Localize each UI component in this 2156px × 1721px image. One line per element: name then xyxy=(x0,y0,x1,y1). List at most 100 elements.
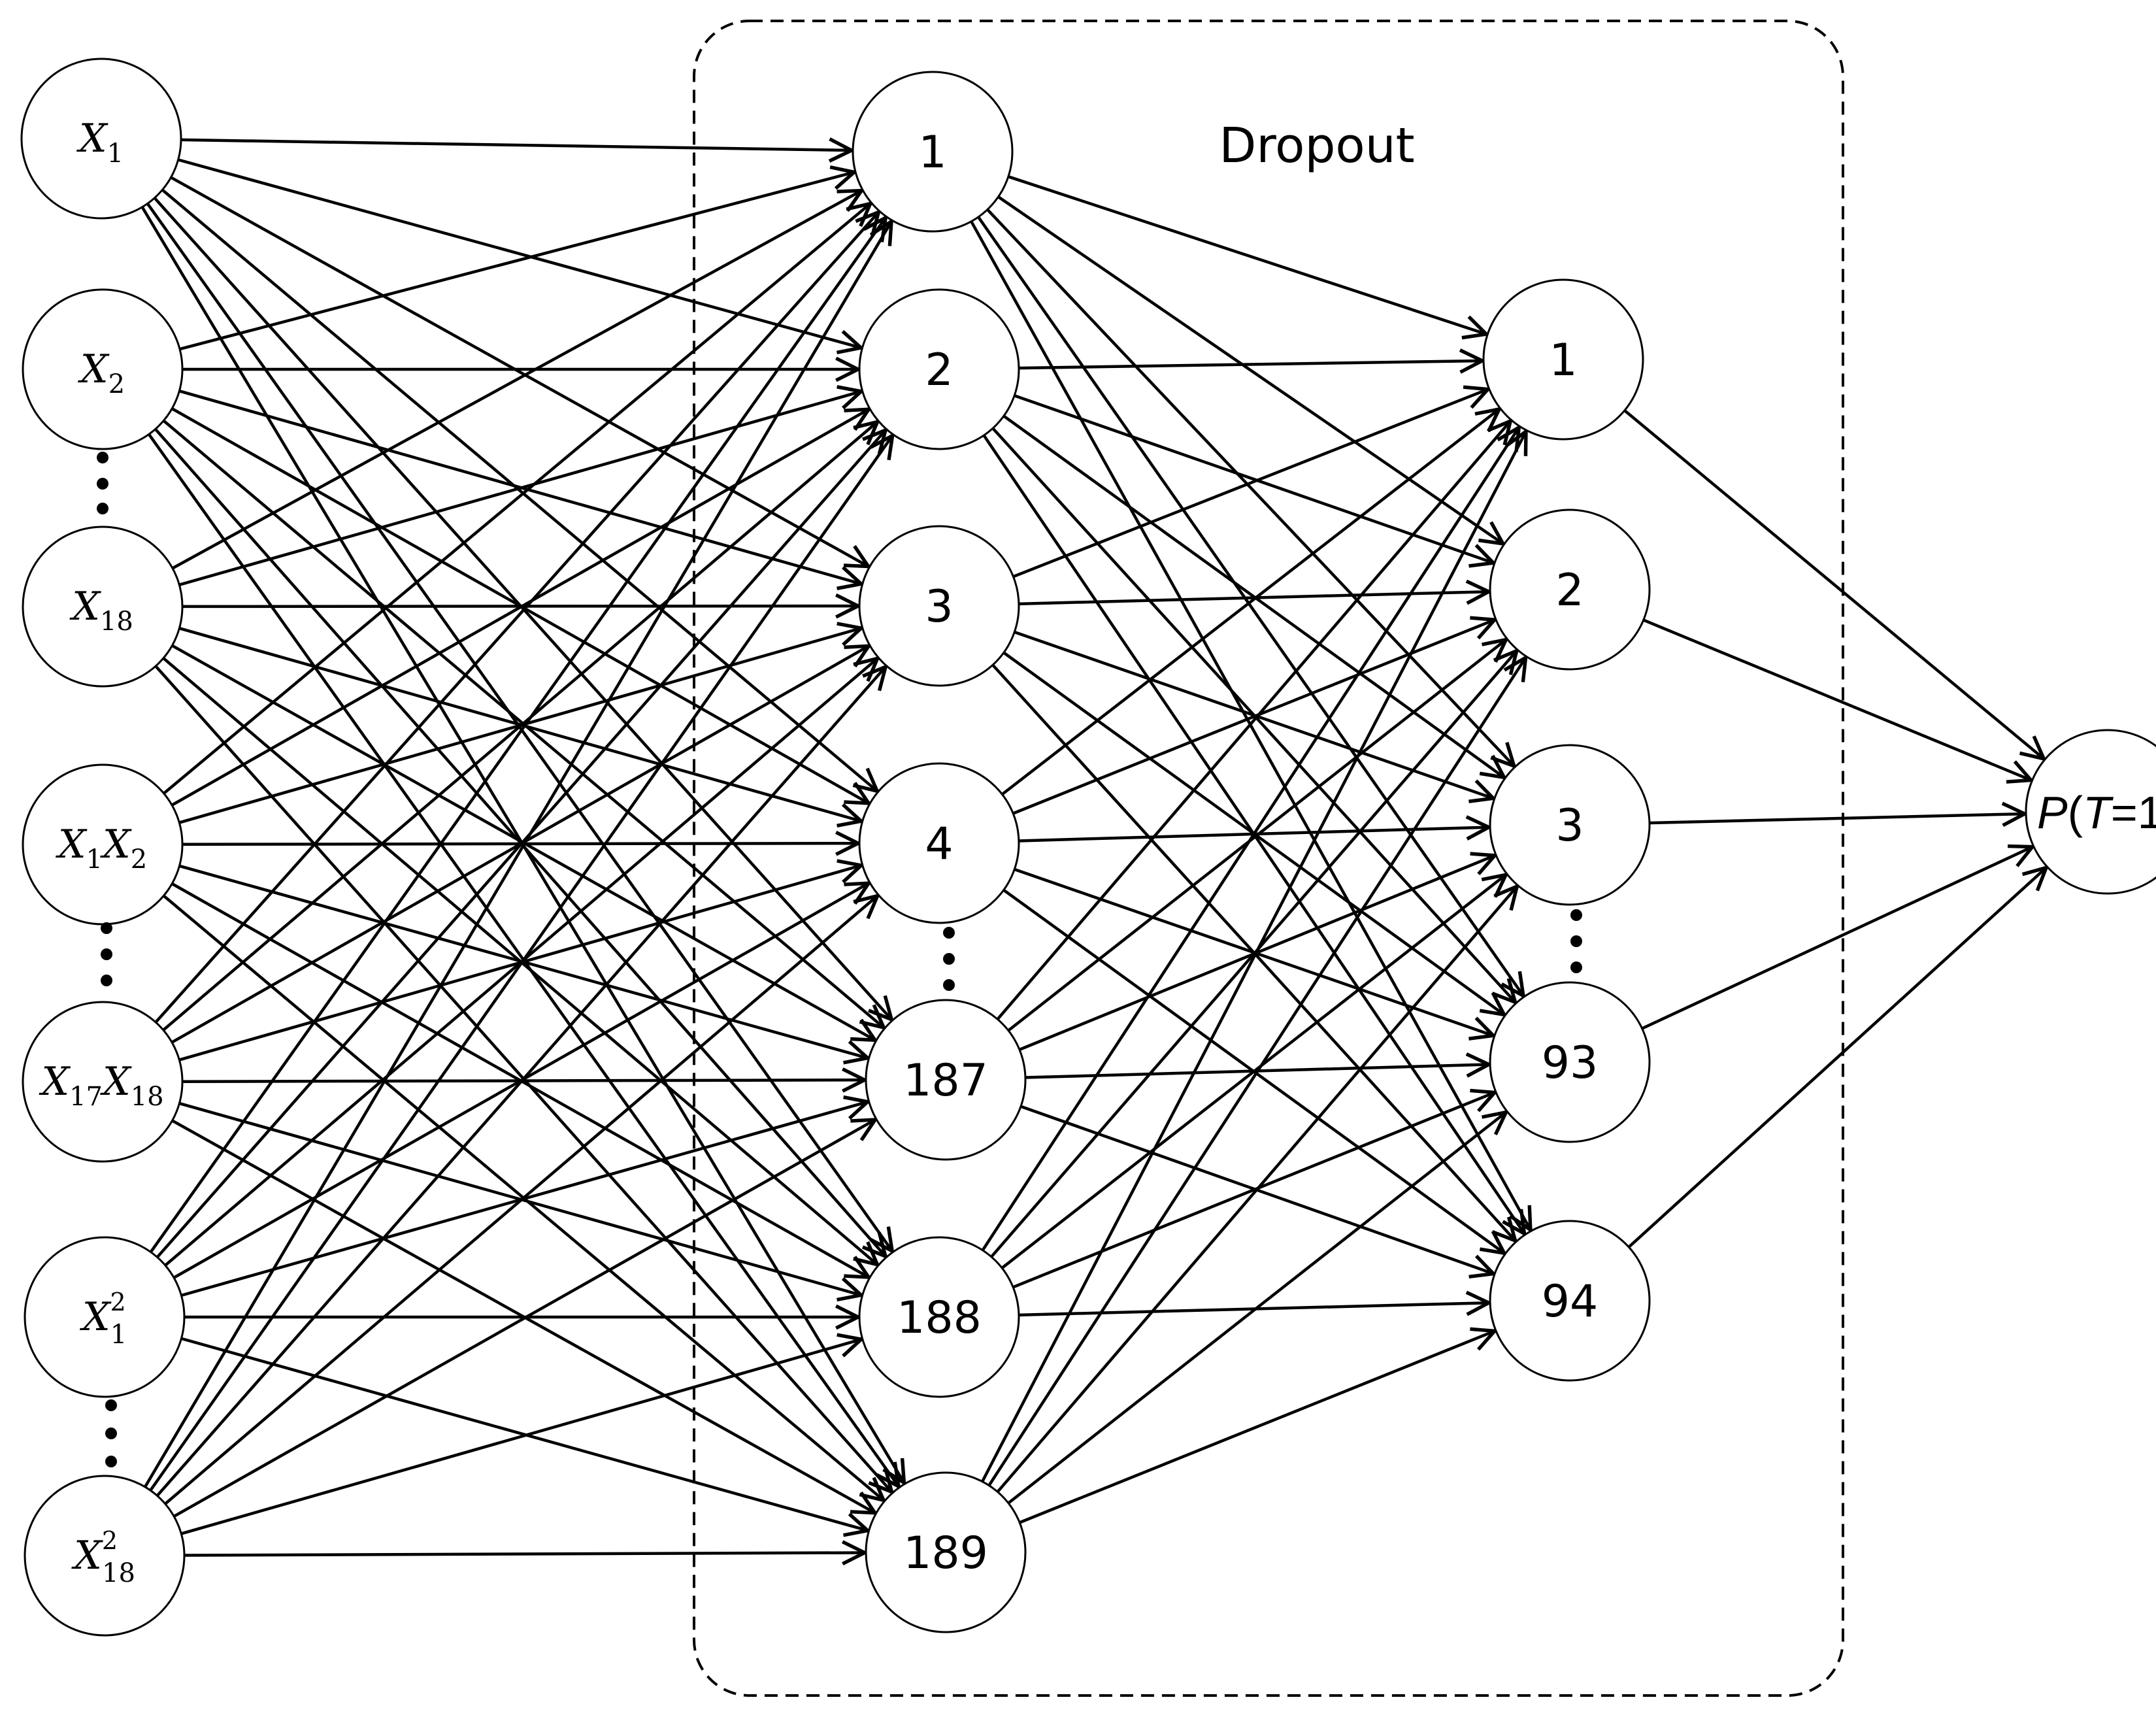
edge-input-5-to-h1-2 xyxy=(162,422,878,1031)
hidden1-node-label: 189 xyxy=(903,1528,988,1579)
edge-input-7-to-h1-1 xyxy=(144,222,891,1488)
hidden2-node-circle xyxy=(1489,744,1651,906)
hidden1-node-circle xyxy=(852,71,1014,233)
edge-input-7-to-h1-5 xyxy=(173,1120,875,1518)
ellipsis-dots xyxy=(105,1399,117,1467)
hidden1-node: 189 xyxy=(865,1471,1027,1633)
hidden2-node: 94 xyxy=(1489,1220,1651,1382)
connection-edges xyxy=(141,140,2046,1556)
ellipsis-dot xyxy=(105,1399,117,1411)
edge-h1-4-to-h2-2 xyxy=(1012,620,1495,815)
dropout-label: Dropout xyxy=(1219,118,1414,174)
input-node-label: X17X18 xyxy=(39,1059,163,1112)
hidden2-node-label: 93 xyxy=(1542,1037,1599,1089)
ellipsis-markers xyxy=(97,452,1582,1467)
input-node: X1 xyxy=(20,58,182,220)
ellipsis-dot xyxy=(943,953,955,965)
ellipsis-dots xyxy=(1570,909,1582,973)
hidden2-node: 93 xyxy=(1489,981,1651,1143)
edge-h1-6-to-h2-4 xyxy=(1012,1092,1495,1289)
edge-h1-7-to-h2-5 xyxy=(1019,1331,1495,1524)
input-node-circle xyxy=(22,526,184,688)
edge-input-1-to-h1-1 xyxy=(180,140,852,150)
edge-input-5-to-h1-1 xyxy=(154,212,878,1024)
edge-h1-7-to-h2-4 xyxy=(1007,1112,1506,1505)
ellipsis-dot xyxy=(1570,935,1582,947)
edge-input-7-to-h1-2 xyxy=(149,435,892,1492)
hidden1-node-circle xyxy=(865,999,1027,1161)
edge-h1-1-to-h2-3 xyxy=(986,209,1514,766)
edge-input-1-to-h1-4 xyxy=(161,188,877,792)
edge-h1-7-to-h2-1 xyxy=(981,431,1526,1482)
hidden2-node-label: 3 xyxy=(1555,800,1584,852)
hidden2-node-circle xyxy=(1482,278,1644,441)
hidden2-node-circle xyxy=(1489,981,1651,1143)
edge-input-1-to-h1-2 xyxy=(178,158,861,348)
output-node: P(T=1) xyxy=(2025,729,2156,895)
ellipsis-dot xyxy=(101,948,112,960)
ellipsis-dot xyxy=(97,503,108,514)
hidden1-node-circle xyxy=(858,1236,1020,1398)
edge-h2-2-to-output xyxy=(1642,618,2031,780)
hidden1-node-circle xyxy=(858,762,1020,924)
hidden2-node-label: 2 xyxy=(1555,565,1584,616)
edge-h1-1-to-h2-4 xyxy=(977,216,1523,995)
hidden2-node: 3 xyxy=(1489,744,1651,906)
hidden1-node: 187 xyxy=(865,999,1027,1161)
hidden1-node-label: 4 xyxy=(925,818,953,870)
edge-input-6-to-h1-2 xyxy=(156,430,886,1258)
hidden2-node: 1 xyxy=(1482,278,1644,441)
ellipsis-dot xyxy=(943,979,955,991)
edge-h1-7-to-h2-2 xyxy=(987,658,1525,1486)
edge-h1-3-to-h2-1 xyxy=(1012,390,1487,578)
hidden2-node-circle xyxy=(1489,1220,1651,1382)
edge-h1-1-to-h2-2 xyxy=(997,195,1503,544)
hidden2-node: 2 xyxy=(1489,509,1651,671)
edge-h2-3-to-output xyxy=(1649,814,2025,823)
edge-input-4-to-h1-1 xyxy=(163,203,871,795)
hidden1-node: 1 xyxy=(852,71,1014,233)
ellipsis-dot xyxy=(105,1456,117,1467)
ellipsis-dot xyxy=(105,1428,117,1439)
input-node-label: X1 xyxy=(76,116,124,169)
edge-h1-5-to-h2-1 xyxy=(996,421,1510,1020)
ellipsis-dot xyxy=(1570,961,1582,973)
output-node-label: P(T=1) xyxy=(2037,787,2156,838)
edge-input-6-to-h1-1 xyxy=(149,218,886,1253)
input-node-label: X2 xyxy=(78,346,125,399)
edge-h2-5-to-output xyxy=(1627,867,2046,1248)
hidden2-node-label: 1 xyxy=(1549,335,1577,386)
hidden1-node: 3 xyxy=(858,525,1020,687)
edge-h1-4-to-h2-1 xyxy=(1001,409,1499,796)
hidden2-node-label: 94 xyxy=(1542,1276,1599,1328)
hidden1-node-label: 188 xyxy=(897,1292,982,1344)
edge-input-7-to-h1-4 xyxy=(164,896,878,1505)
edge-h1-5-to-h2-2 xyxy=(1007,640,1506,1032)
edge-input-4-to-h1-2 xyxy=(171,409,869,807)
input-node-circle xyxy=(22,288,184,450)
edge-input-3-to-h1-1 xyxy=(171,191,861,570)
input-node-circle xyxy=(20,58,182,220)
ellipsis-dot xyxy=(1570,909,1582,921)
input-node-circle xyxy=(24,1236,186,1398)
edge-input-7-to-h1-7 xyxy=(184,1552,865,1555)
hidden1-node-circle xyxy=(858,525,1020,687)
ellipsis-dots xyxy=(943,927,955,991)
ellipsis-dot xyxy=(943,927,955,939)
output-node-circle xyxy=(2025,729,2156,895)
edge-h1-2-to-h2-2 xyxy=(1014,394,1493,563)
input-node: X2 xyxy=(22,288,184,450)
ellipsis-dot xyxy=(97,452,108,463)
dropout-region xyxy=(693,20,1844,1697)
hidden1-node: 4 xyxy=(858,762,1020,924)
input-node: X17X18 xyxy=(22,1001,184,1163)
edge-input-3-to-h1-2 xyxy=(178,392,861,586)
input-node: X1X2 xyxy=(22,763,184,926)
edge-h1-2-to-h2-1 xyxy=(1018,361,1482,368)
hidden1-node-label: 2 xyxy=(925,344,953,396)
